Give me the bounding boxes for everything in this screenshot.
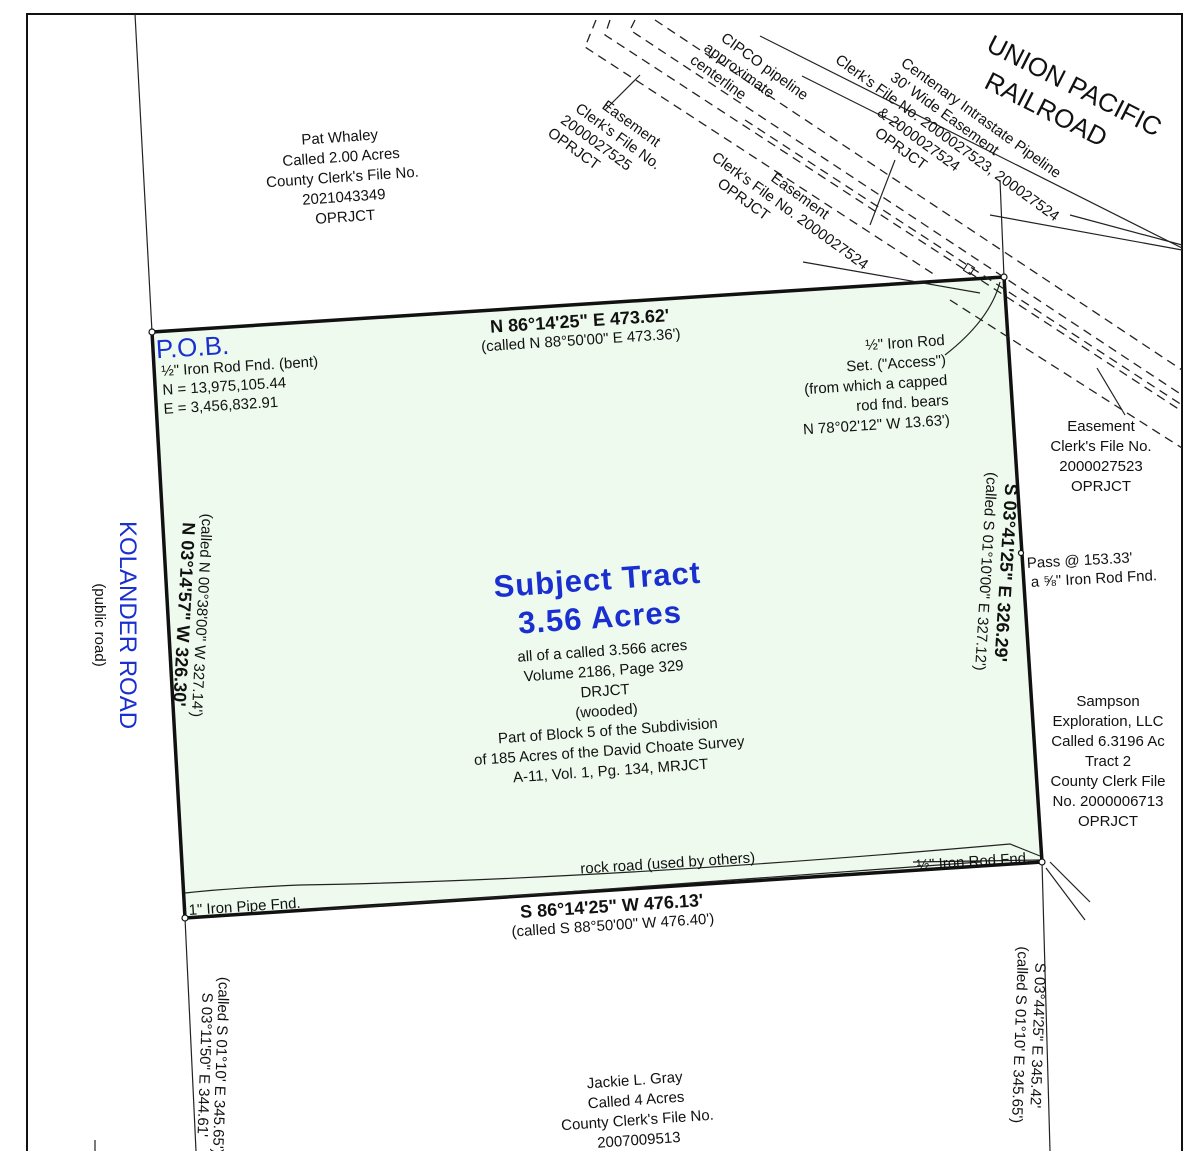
svg-text:KOLANDER ROAD: KOLANDER ROAD: [114, 521, 141, 729]
easement-lines: [584, 19, 1183, 449]
svg-text:E = 3,456,832.91: E = 3,456,832.91: [163, 394, 279, 418]
svg-text:OPRJCT: OPRJCT: [1071, 478, 1131, 495]
svg-text:2000027523: 2000027523: [1059, 458, 1142, 475]
svg-text:2021043349: 2021043349: [302, 186, 386, 209]
svg-text:S 03°11'50" E 344.61': S 03°11'50" E 344.61': [193, 992, 215, 1137]
jackie-gray-adjoiner: Jackie L. Gray Called 4 Acres County Cle…: [561, 1069, 715, 1151]
svg-text:Jackie L. Gray: Jackie L. Gray: [586, 1069, 683, 1093]
svg-text:County Clerk File: County Clerk File: [1050, 773, 1165, 790]
svg-text:Set. ("Access"): Set. ("Access"): [846, 352, 947, 375]
svg-text:Pat Whaley: Pat Whaley: [301, 126, 379, 148]
svg-text:(called S 01°10' E 345.65'): (called S 01°10' E 345.65'): [209, 977, 232, 1151]
svg-text:Exploration, LLC: Exploration, LLC: [1053, 713, 1164, 730]
svg-text:2007009513: 2007009513: [597, 1129, 681, 1151]
se-corner-icon[interactable]: [1038, 858, 1046, 866]
corner-markers: [148, 273, 1046, 922]
east-extension-line: [999, 179, 1005, 278]
svg-text:Clerk's File No.: Clerk's File No.: [1050, 438, 1151, 455]
svg-text:No. 2000006713: No. 2000006713: [1053, 793, 1164, 810]
svg-text:rod fnd. bears: rod fnd. bears: [856, 392, 949, 415]
svg-text:S 03°44'25" E 345.42': S 03°44'25" E 345.42': [1026, 962, 1048, 1108]
pass-rod-icon[interactable]: [1017, 549, 1025, 557]
svg-text:Called 6.3196 Ac: Called 6.3196 Ac: [1051, 733, 1165, 750]
svg-text:a ⅝" Iron Rod Fnd.: a ⅝" Iron Rod Fnd.: [1030, 567, 1157, 591]
pob-label: P.O.B. ½" Iron Rod Fnd. (bent) N = 13,97…: [155, 330, 319, 418]
svg-text:DRJCT: DRJCT: [580, 681, 630, 701]
svg-text:OPRJCT: OPRJCT: [1078, 813, 1138, 830]
svg-text:Sampson: Sampson: [1076, 693, 1139, 710]
ne-corner-label: ½" Iron Rod Set. ("Access") (from which …: [802, 332, 950, 438]
svg-text:(wooded): (wooded): [575, 701, 639, 722]
se-adjoiner-line-label: S 03°44'25" E 345.42' (called S 01°10' E…: [1008, 946, 1049, 1123]
svg-text:Tract 2: Tract 2: [1085, 753, 1131, 770]
sw-adjoiner-line-label: (called S 01°10' E 345.65') S 03°11'50" …: [193, 977, 232, 1151]
svg-text:Easement: Easement: [1067, 418, 1135, 435]
west-adjoiner-line: [134, 13, 153, 333]
sampson-adjoiner: Sampson Exploration, LLC Called 6.3196 A…: [1050, 693, 1165, 830]
svg-text:(called S 01°10' E 345.65'): (called S 01°10' E 345.65'): [1008, 946, 1031, 1123]
subject-tract-boundary[interactable]: [150, 275, 1044, 920]
pob-corner-icon[interactable]: [148, 328, 156, 336]
svg-text:½" Iron Rod: ½" Iron Rod: [865, 332, 945, 354]
easement-2523-label: Easement Clerk's File No. 2000027523 OPR…: [1050, 418, 1151, 495]
kolander-road-label: KOLANDER ROAD (public road): [91, 521, 141, 729]
svg-text:OPRJCT: OPRJCT: [315, 207, 376, 228]
svg-text:P.O.B.: P.O.B.: [155, 330, 230, 364]
svg-text:Called 4 Acres: Called 4 Acres: [587, 1089, 685, 1113]
southeast-adjoiner-line: [1041, 861, 1051, 1151]
svg-text:(public road): (public road): [91, 583, 108, 666]
ne-corner-icon[interactable]: [1000, 273, 1008, 281]
leader-lines: [184, 74, 1126, 921]
southwest-adjoiner-line: [184, 917, 197, 1151]
pass-rod-label: Pass @ 153.33' a ⅝" Iron Rod Fnd.: [1026, 549, 1157, 591]
monument-square-icon: [962, 262, 976, 276]
sw-corner-icon[interactable]: [181, 914, 189, 922]
svg-text:Pass @ 153.33': Pass @ 153.33': [1026, 549, 1133, 572]
